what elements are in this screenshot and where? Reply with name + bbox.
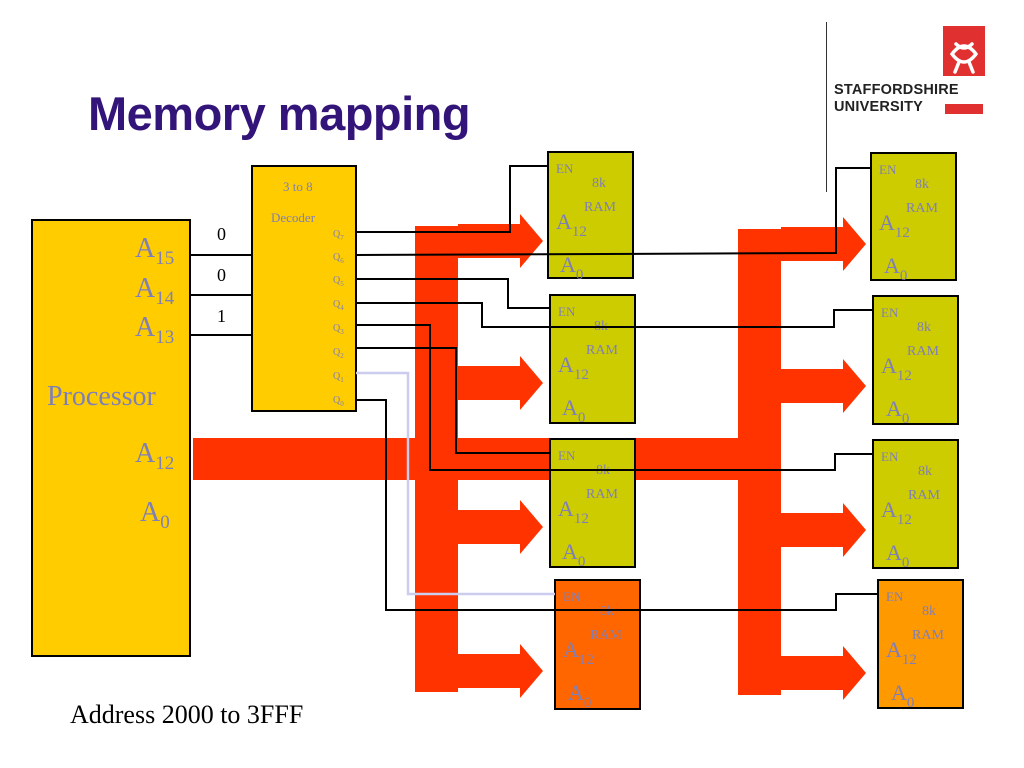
svg-text:RAM: RAM	[586, 343, 618, 358]
svg-text:EN: EN	[558, 448, 576, 463]
address-bus	[193, 214, 866, 700]
address-range-caption: Address 2000 to 3FFF	[70, 700, 304, 729]
logo-divider	[826, 22, 827, 192]
svg-text:RAM: RAM	[586, 487, 618, 502]
ram-block-1: EN 8k RAM A12 A0	[547, 151, 634, 283]
decoder-q6: Q6	[333, 252, 344, 265]
ram-block-3: EN 8k RAM A12 A0	[549, 438, 636, 570]
svg-text:RAM: RAM	[590, 628, 622, 643]
enable-line-q2	[356, 347, 550, 454]
processor-block	[31, 219, 191, 657]
enable-line-q6	[355, 167, 871, 256]
svg-text:A0: A0	[886, 396, 909, 427]
ram-block-4-selected: EN 8k RAM A12 A0	[554, 579, 641, 711]
svg-text:A12: A12	[886, 637, 917, 668]
ram-block-8: EN 8k RAM A12 A0	[877, 579, 964, 711]
svg-text:A12: A12	[879, 210, 910, 241]
decoder-q7: Q7	[333, 229, 344, 242]
bus-branch-r3	[781, 503, 866, 557]
enable-line-q4	[356, 302, 873, 328]
svg-text:A0: A0	[560, 252, 583, 283]
bus-main	[193, 438, 743, 480]
svg-text:RAM: RAM	[906, 201, 938, 216]
processor-pin-a14: A14	[135, 273, 175, 309]
bit-a13-value: 1	[217, 306, 226, 326]
university-logo: STAFFORDSHIRE UNIVERSITY	[834, 24, 990, 124]
svg-text:8k: 8k	[922, 604, 936, 619]
svg-text:A12: A12	[881, 353, 912, 384]
bus-trunk-left	[415, 226, 458, 692]
logo-bar	[945, 104, 983, 114]
svg-text:A0: A0	[568, 680, 591, 711]
svg-text:EN: EN	[886, 589, 904, 604]
svg-text:A12: A12	[563, 637, 594, 668]
ram-block-2: EN 8k RAM A12 A0	[549, 294, 636, 426]
knot-emblem-icon	[943, 26, 985, 76]
processor-pin-a0: A0	[140, 497, 170, 533]
svg-text:8k: 8k	[915, 177, 929, 192]
bit-a14-value: 0	[217, 265, 226, 285]
svg-text:8k: 8k	[918, 464, 932, 479]
decoder-q0: Q0	[333, 395, 344, 408]
bus-branch-r2	[781, 359, 866, 413]
svg-text:RAM: RAM	[912, 628, 944, 643]
decoder-block	[251, 165, 357, 412]
bus-trunk-right	[738, 229, 781, 695]
svg-text:A0: A0	[891, 680, 914, 711]
svg-text:8k: 8k	[917, 320, 931, 335]
svg-text:EN: EN	[881, 449, 899, 464]
svg-text:8k: 8k	[600, 604, 614, 619]
address-lines	[190, 254, 252, 336]
svg-text:EN: EN	[881, 305, 899, 320]
decoder-q2: Q2	[333, 347, 344, 360]
svg-text:A12: A12	[881, 497, 912, 528]
svg-text:EN: EN	[556, 161, 574, 176]
svg-text:RAM: RAM	[908, 488, 940, 503]
processor-label: Processor	[47, 381, 157, 412]
bus-branch-l4	[458, 644, 543, 698]
decoder-q5: Q5	[333, 275, 344, 288]
processor-pin-a12: A12	[135, 438, 174, 474]
decoder-q3: Q3	[333, 323, 344, 336]
decoder-title-line1: 3 to 8	[283, 179, 313, 194]
svg-text:A0: A0	[884, 253, 907, 284]
slide-title: Memory mapping	[88, 87, 471, 140]
enable-line-q1-selected	[356, 371, 555, 596]
ram-block-7: EN 8k RAM A12 A0	[872, 439, 959, 571]
enable-line-q5	[356, 278, 550, 309]
enable-line-q7	[356, 165, 548, 233]
bus-branch-r4	[781, 646, 866, 700]
svg-text:A12: A12	[558, 352, 589, 383]
svg-text:A0: A0	[562, 539, 585, 570]
logo-line-2: UNIVERSITY	[834, 99, 924, 115]
bus-branch-l2	[458, 356, 543, 410]
svg-text:A12: A12	[556, 209, 587, 240]
decoder-q4: Q4	[333, 299, 344, 312]
decoder-outputs: Q7 Q6 Q5 Q4 Q3 Q2 Q1 Q0	[333, 229, 344, 408]
bus-branch-l1	[458, 214, 543, 268]
ram-block-5: EN 8k RAM A12 A0	[870, 152, 957, 284]
bus-branch-l3	[458, 500, 543, 554]
logo-line-1: STAFFORDSHIRE	[834, 82, 959, 98]
ram-block-6: EN 8k RAM A12 A0	[872, 295, 959, 427]
enable-line-q0	[356, 399, 878, 611]
decoder-q1: Q1	[333, 371, 344, 384]
processor-pin-a13: A13	[135, 312, 174, 348]
svg-text:A0: A0	[886, 540, 909, 571]
processor-pin-a15: A15	[135, 233, 174, 269]
enable-lines	[355, 165, 878, 611]
svg-text:RAM: RAM	[907, 344, 939, 359]
svg-text:A0: A0	[562, 395, 585, 426]
svg-text:RAM: RAM	[584, 200, 616, 215]
enable-line-q3	[356, 324, 873, 471]
svg-text:EN: EN	[879, 162, 897, 177]
svg-text:8k: 8k	[592, 176, 606, 191]
bit-a15-value: 0	[217, 224, 226, 244]
svg-text:EN: EN	[558, 304, 576, 319]
bus-branch-r1	[781, 217, 866, 271]
svg-text:EN: EN	[563, 589, 581, 604]
decoder-title-line2: Decoder	[271, 210, 316, 225]
svg-text:A12: A12	[558, 496, 589, 527]
